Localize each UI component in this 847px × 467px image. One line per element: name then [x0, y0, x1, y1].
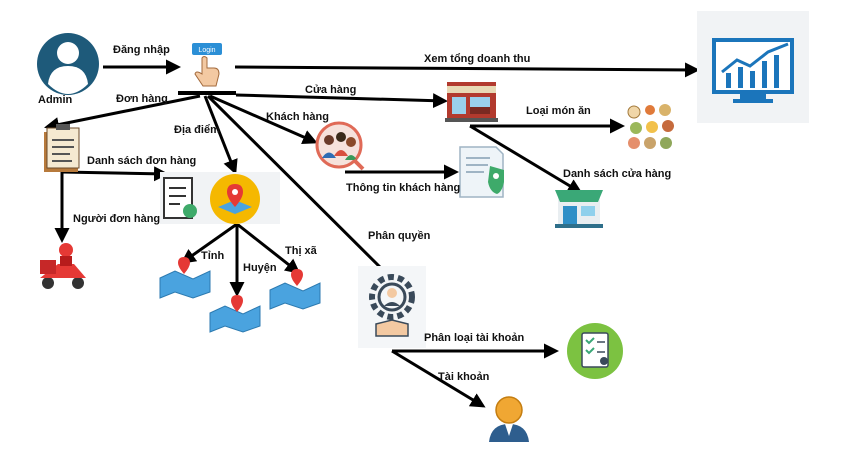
login-tap-icon[interactable]	[192, 43, 222, 87]
map-pin-icon	[209, 295, 261, 333]
label-cua-hang: Cửa hàng	[305, 84, 356, 96]
arrow-store-to-storelist	[469, 124, 583, 194]
label-dang-nhap: Đăng nhập	[113, 44, 170, 56]
label-tinh: Tỉnh	[201, 250, 224, 262]
user-account-icon	[489, 396, 529, 442]
arrow-permissions-to-account	[391, 349, 486, 408]
settings-user-icon	[358, 266, 426, 348]
label-don-hang: Đơn hàng	[116, 93, 168, 105]
store-icon	[445, 82, 498, 122]
label-nguoi-don-hang: Người đơn hàng	[73, 213, 160, 225]
label-huyen: Huyện	[243, 262, 277, 274]
label-thong-tin-khach-hang: Thông tin khách hàng	[346, 182, 460, 194]
label-tai-khoan: Tài khoản	[438, 371, 490, 383]
label-phan-quyen: Phân quyền	[368, 230, 431, 242]
customers-group-icon	[315, 121, 365, 171]
label-dia-diem: Địa điểm	[174, 124, 220, 136]
label-khach-hang: Khách hàng	[266, 111, 329, 123]
arrow-hub-to-permissions	[206, 94, 398, 285]
label-danh-sach-don-hang: Danh sách đơn hàng	[87, 155, 196, 167]
label-danh-sach-cua-hang: Danh sách cửa hàng	[563, 168, 671, 180]
delivery-scooter-icon	[40, 243, 86, 289]
arrow-location-to-town	[236, 222, 301, 274]
arrow-login-to-revenue	[234, 62, 700, 78]
customer-info-doc-icon	[459, 146, 504, 198]
login-button-label: Login	[198, 47, 215, 54]
arrow-hub-to-location	[203, 95, 238, 175]
label-xem-tong-doanh-thu: Xem tổng doanh thu	[424, 53, 530, 65]
account-classification-icon	[567, 323, 623, 379]
arrow-orders-to-location	[61, 166, 169, 182]
order-list-icon	[44, 124, 80, 172]
revenue-chart-icon	[697, 11, 809, 123]
admin-avatar-icon	[37, 33, 99, 95]
label-phan-loai-tai-khoan: Phân loại tài khoản	[424, 332, 525, 344]
arrow-hub-to-orders	[44, 94, 201, 132]
location-checklist-icon	[160, 172, 280, 224]
map-pin-icon	[159, 257, 211, 299]
map-pin-icon	[269, 269, 321, 310]
label-loai-mon-an: Loại món ăn	[526, 105, 591, 117]
arrow-hub-to-customers	[209, 94, 318, 145]
label-thi-xa: Thị xã	[285, 245, 318, 257]
food-menu-icon	[627, 104, 674, 149]
admin-label: Admin	[38, 94, 73, 106]
arrow-location-to-province	[180, 222, 238, 264]
arrows	[44, 59, 700, 408]
storefront-icon	[555, 190, 603, 228]
arrow-hub-to-store	[235, 93, 448, 109]
